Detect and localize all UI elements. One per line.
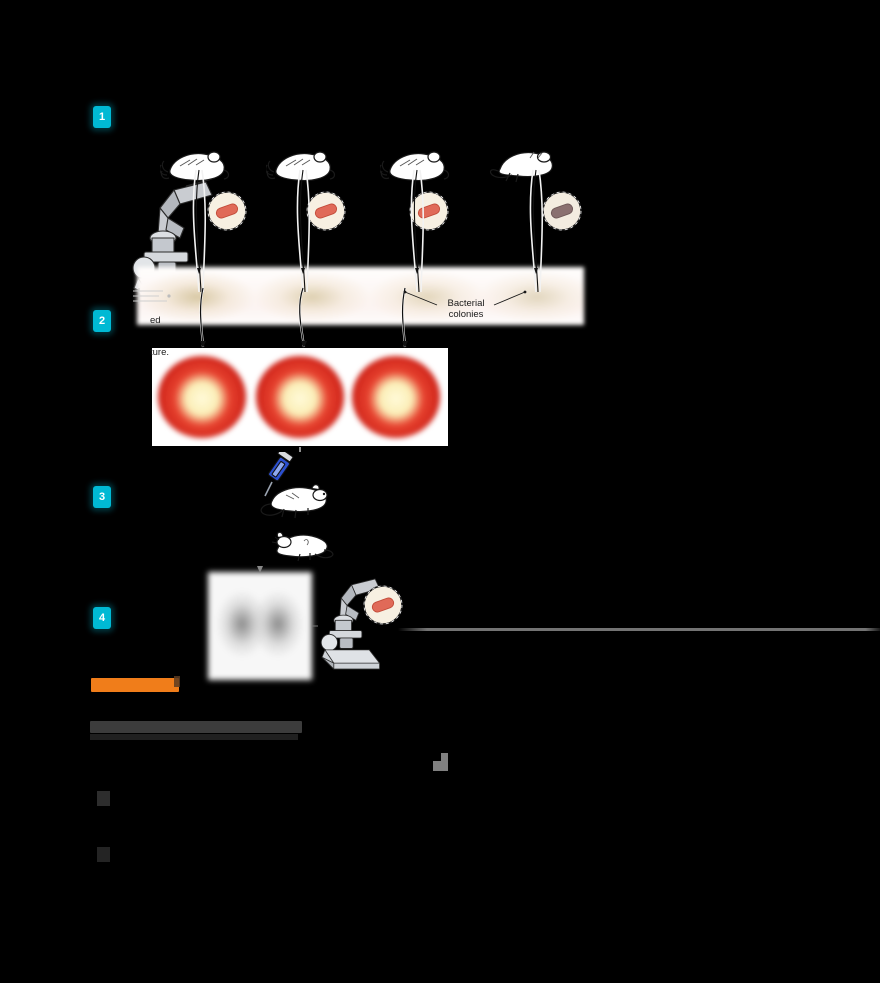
bacterium-inset-3 bbox=[409, 191, 449, 231]
highlighted-text-caret bbox=[174, 676, 180, 687]
step-badge-1[interactable]: 1 bbox=[93, 106, 111, 128]
cursor-glyph-icon bbox=[433, 753, 448, 771]
highlighted-text-bar[interactable] bbox=[91, 678, 179, 692]
mouse-result-dead bbox=[271, 531, 334, 562]
bacterium-inset-2 bbox=[306, 191, 346, 231]
step-badge-3[interactable]: 3 bbox=[93, 486, 111, 508]
clipped-caption-a: ed bbox=[150, 315, 161, 326]
clipped-caption-b: ture. bbox=[150, 347, 170, 358]
obscured-text-bar bbox=[90, 721, 302, 733]
mouse-injected-healthy bbox=[260, 484, 328, 519]
mouse-lying-dead-4 bbox=[489, 151, 553, 183]
obscured-text-subline bbox=[90, 734, 298, 740]
mouse-standing-3 bbox=[380, 151, 450, 182]
tissue-sample-photo bbox=[208, 572, 312, 680]
bacterium-inset-4-dead bbox=[542, 191, 582, 231]
bacterium-inset-1 bbox=[207, 191, 247, 231]
culture-photo-2 bbox=[256, 356, 344, 438]
culture-photo-3 bbox=[352, 356, 440, 438]
mouse-standing-2 bbox=[266, 151, 336, 182]
option-marker-1[interactable] bbox=[97, 791, 110, 806]
culture-photo-band bbox=[152, 348, 448, 446]
culture-photo-1 bbox=[158, 356, 246, 438]
bacterium-inset-step4 bbox=[363, 585, 403, 625]
clipped-rule-marks bbox=[133, 288, 171, 304]
mouse-standing-1 bbox=[160, 151, 230, 182]
colony-plate-band bbox=[137, 267, 584, 325]
syringe-icon bbox=[264, 452, 294, 497]
step-badge-2[interactable]: 2 bbox=[93, 310, 111, 332]
horizontal-divider bbox=[398, 628, 880, 631]
bacterial-colonies-label: Bacterial colonies bbox=[447, 298, 485, 320]
microscope-icon-step4 bbox=[320, 578, 380, 670]
option-marker-2[interactable] bbox=[97, 847, 110, 862]
step-badge-4[interactable]: 4 bbox=[93, 607, 111, 629]
